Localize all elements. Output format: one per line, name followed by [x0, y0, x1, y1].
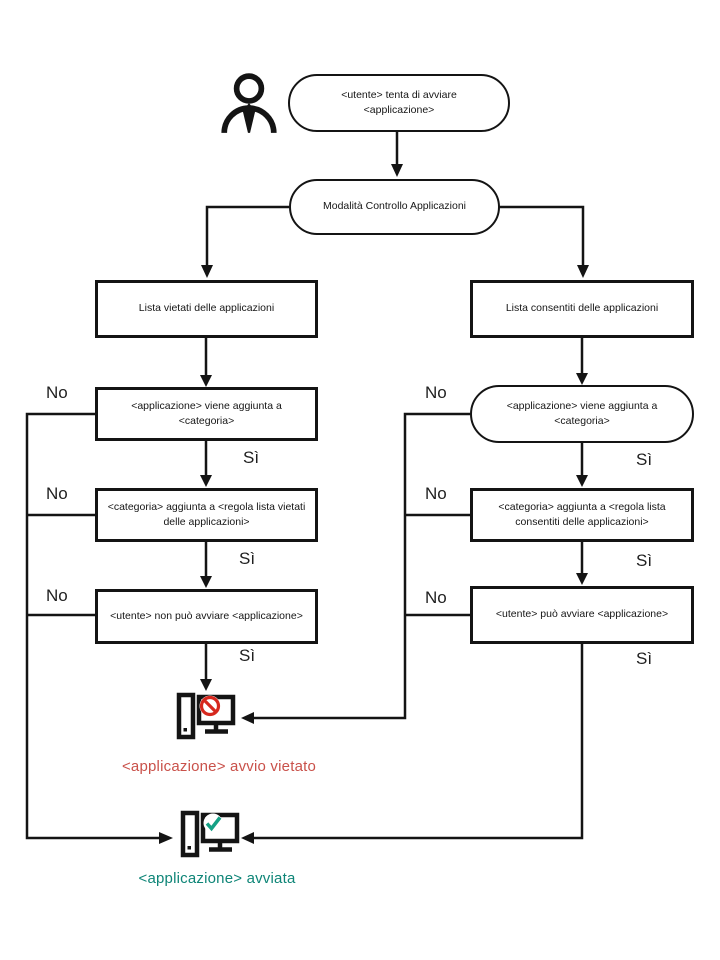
start-node-label: <utente> tenta di avviare <applicazione>	[341, 88, 457, 116]
start-node: <utente> tenta di avviare <applicazione>	[288, 74, 510, 132]
allow-category-rule-node: <categoria> aggiunta a <regola lista con…	[470, 488, 694, 542]
pc-tower	[180, 810, 200, 858]
no-label-left-2: No	[46, 484, 68, 503]
arrowhead-allow-yes-2	[576, 573, 588, 585]
connector-left-no-collector	[25, 412, 159, 840]
connector-allow-yes-final	[254, 644, 584, 840]
allow-app-category-label: <applicazione> viene aggiunta a <categor…	[506, 399, 658, 427]
no-label-right-3: No	[425, 588, 447, 607]
arrowhead-rightno-to-blocked	[241, 712, 254, 724]
yes-label-left-2: Sì	[239, 549, 256, 568]
arrowhead-to-denylist	[201, 265, 213, 278]
started-result-label: <applicazione> avviata	[138, 870, 296, 887]
computer-blocked-icon	[176, 692, 236, 740]
arrowhead-denylist-down	[200, 375, 212, 387]
blocked-result-label: <applicazione> avvio vietato	[121, 758, 317, 775]
yes-label-right-2: Sì	[636, 551, 653, 570]
connector-right-no-collector	[254, 412, 470, 720]
yes-label-left-3: Sì	[239, 646, 256, 665]
deny-app-category-label: <applicazione> viene aggiunta a <categor…	[131, 399, 282, 427]
no-label-left-3: No	[46, 586, 68, 605]
arrowhead-allowyes-to-started	[241, 832, 254, 844]
denylist-node-label: Lista vietati delle applicazioni	[138, 302, 275, 315]
denylist-node: Lista vietati delle applicazioni	[95, 280, 318, 338]
arrowhead-allow-yes-1	[576, 475, 588, 487]
pc-tower	[176, 692, 196, 740]
no-label-left-1: No	[46, 383, 68, 402]
user-icon	[221, 73, 277, 134]
arrowhead-deny-yes-1	[200, 475, 212, 487]
arrowhead-deny-yes-2	[200, 576, 212, 588]
allowlist-node-label: Lista consentiti delle applicazioni	[505, 302, 659, 315]
arrowhead-to-allowlist	[577, 265, 589, 278]
arrowhead-deny-yes-3	[200, 679, 212, 691]
allow-user-node: <utente> può avviare <applicazione>	[470, 586, 694, 644]
connector-mode-to-denylist	[205, 205, 289, 265]
arrowhead-leftno-to-started	[159, 832, 173, 844]
allow-category-rule-label: <categoria> aggiunta a <regola lista con…	[498, 500, 666, 528]
connector-mode-to-allowlist	[499, 205, 585, 265]
no-label-right-1: No	[425, 383, 447, 402]
yes-label-left-1: Sì	[243, 448, 260, 467]
yes-label-right-3: Sì	[636, 649, 653, 668]
prohibition-icon	[199, 695, 221, 717]
check-icon	[203, 813, 223, 833]
deny-category-rule-label: <categoria> aggiunta a <regola lista vie…	[107, 500, 306, 528]
mode-node: Modalità Controllo Applicazioni	[289, 179, 500, 235]
allowlist-node: Lista consentiti delle applicazioni	[470, 280, 694, 338]
mode-node-label: Modalità Controllo Applicazioni	[323, 200, 466, 213]
computer-started-icon	[180, 810, 240, 858]
no-label-right-2: No	[425, 484, 447, 503]
arrowhead-allowlist-down	[576, 373, 588, 385]
yes-label-right-1: Sì	[636, 450, 653, 469]
allow-app-category-node: <applicazione> viene aggiunta a <categor…	[470, 385, 694, 443]
deny-app-category-node: <applicazione> viene aggiunta a <categor…	[95, 387, 318, 441]
deny-user-node: <utente> non può avviare <applicazione>	[95, 589, 318, 644]
arrowhead-start-to-mode	[391, 164, 403, 177]
deny-category-rule-node: <categoria> aggiunta a <regola lista vie…	[95, 488, 318, 542]
allow-user-label: <utente> può avviare <applicazione>	[495, 608, 669, 621]
deny-user-label: <utente> non può avviare <applicazione>	[110, 609, 303, 622]
